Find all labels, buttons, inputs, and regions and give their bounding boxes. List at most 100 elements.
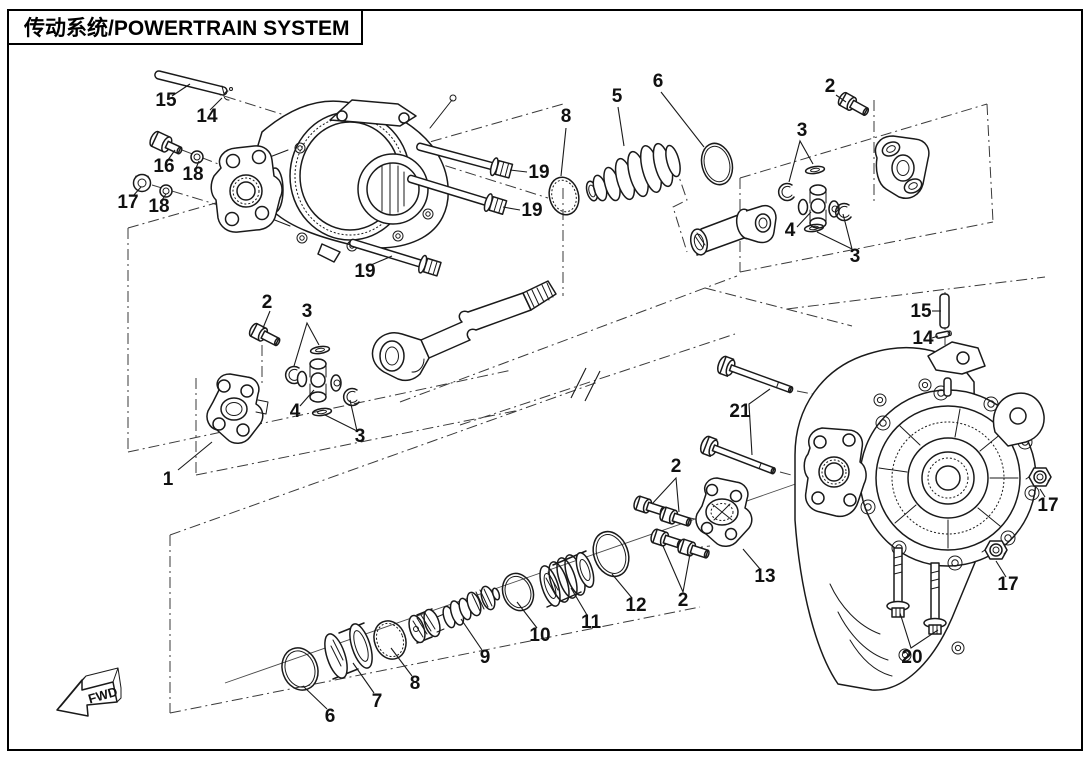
bolt-20-b (923, 562, 947, 635)
callout-6-top: 6 (653, 71, 664, 92)
callout-11: 11 (581, 612, 602, 633)
callout-15-rear: 15 (910, 301, 932, 322)
callout-4-left: 4 (290, 401, 301, 422)
page-title: 传动系统/POWERTRAIN SYSTEM (23, 16, 350, 40)
callout-16: 16 (153, 156, 174, 177)
shaft-yoke (371, 332, 430, 382)
u-joint-cross-4-right (797, 184, 840, 229)
callout-18-b: 18 (148, 196, 169, 217)
bolt-2-d2 (677, 538, 710, 559)
callout-3-a: 3 (797, 120, 808, 141)
callout-19-b: 19 (521, 200, 542, 221)
spline-tip (522, 280, 557, 311)
callout-4-right: 4 (785, 220, 796, 241)
rear-gearbox (794, 341, 1045, 691)
coupling-flange-13 (695, 477, 753, 547)
propeller-shaft (371, 280, 557, 382)
callouts: 15 14 16 18 17 18 19 19 19 8 5 6 2 3 4 3… (117, 71, 1058, 727)
washer-3-left-bottom (311, 407, 333, 417)
callout-9: 9 (480, 647, 491, 668)
callout-10: 10 (529, 625, 550, 646)
seal-ring-12 (592, 530, 630, 578)
callout-20: 20 (901, 647, 922, 668)
bolt-19-b (406, 174, 508, 215)
bolt-2-d1 (650, 528, 683, 549)
bolt-2-left (248, 322, 281, 347)
leader-lines (132, 83, 1046, 710)
cv-boot-5 (585, 142, 681, 202)
nut-17-front (132, 173, 152, 193)
bolt-19-a (416, 142, 514, 179)
callout-15-front: 15 (155, 90, 177, 111)
washer-18-a (190, 150, 204, 164)
snap-ring-6-top (700, 142, 734, 186)
callout-2-d: 2 (678, 590, 689, 611)
rear-flange-yoke (874, 135, 930, 199)
coupler-11 (539, 550, 595, 608)
front-gearbox (210, 94, 457, 263)
callout-8-bottom: 8 (410, 673, 421, 694)
snap-ring-6-bottom (281, 647, 319, 691)
drawing-border (7, 9, 1083, 751)
callout-17-b: 17 (1037, 495, 1058, 516)
circlip-3-right-a (777, 182, 795, 202)
callout-2-left: 2 (262, 292, 273, 313)
roll-pin-15-front (154, 70, 228, 96)
front-output-flange-1 (206, 373, 269, 444)
callout-8-top: 8 (561, 106, 572, 127)
callout-6-bottom: 6 (325, 706, 336, 727)
callout-3-b: 3 (850, 246, 861, 267)
callout-13: 13 (754, 566, 775, 587)
bolt-21-a (717, 355, 794, 394)
front-input-flange (210, 145, 283, 233)
callout-19-c: 19 (354, 261, 375, 282)
nut-17-b (1025, 467, 1052, 487)
slip-yoke (689, 204, 777, 256)
callout-17-c: 17 (997, 574, 1018, 595)
callout-21: 21 (729, 401, 751, 422)
shaft-break-mark (570, 367, 587, 399)
fwd-marker: FWD (56, 667, 122, 717)
washer-3-right-bottom (803, 223, 825, 233)
callout-19-a: 19 (528, 162, 549, 183)
nut-17-c (981, 540, 1008, 560)
callout-17-front: 17 (117, 192, 138, 213)
roll-pin-15-rear (939, 293, 950, 329)
seal-ring-10 (501, 572, 535, 612)
fwd-arrow-icon (56, 679, 118, 717)
sleeve-7 (324, 622, 373, 680)
washer-3-left-top (309, 345, 331, 355)
callout-12: 12 (625, 595, 646, 616)
bolt-20-a (886, 547, 910, 618)
housing-studs (873, 378, 965, 662)
bolt-21-b (699, 435, 776, 475)
callout-2-topright: 2 (825, 76, 836, 97)
bolt-2-topright (837, 91, 870, 116)
serrated-ring-8-bottom (373, 620, 407, 660)
bolt-19-c (348, 238, 442, 277)
seal-ring-8-top (548, 176, 580, 216)
callout-3-d: 3 (355, 426, 366, 447)
callout-2-c: 2 (671, 456, 682, 477)
shaft-break-mark (584, 370, 601, 402)
output-shaft-9 (408, 585, 501, 644)
callout-18-a: 18 (182, 164, 203, 185)
bolt-2-c2 (659, 506, 692, 527)
callout-3-c: 3 (302, 301, 313, 322)
pin-14-rear (935, 330, 952, 339)
circlip-3-left-a (284, 365, 302, 385)
socket-bolt-16 (149, 130, 183, 155)
title-box (7, 9, 363, 45)
callout-14-front: 14 (196, 106, 218, 127)
installed-pin (943, 377, 952, 397)
circlip-3-left-b (342, 387, 360, 407)
callout-7: 7 (372, 691, 383, 712)
clip-14-front (223, 87, 233, 101)
u-joint-cross-4-left (296, 358, 342, 403)
circlip-3-right-b (834, 202, 852, 222)
callout-5: 5 (612, 86, 623, 107)
washer-3-right-top (804, 165, 826, 175)
cover-ribs (878, 408, 1019, 549)
